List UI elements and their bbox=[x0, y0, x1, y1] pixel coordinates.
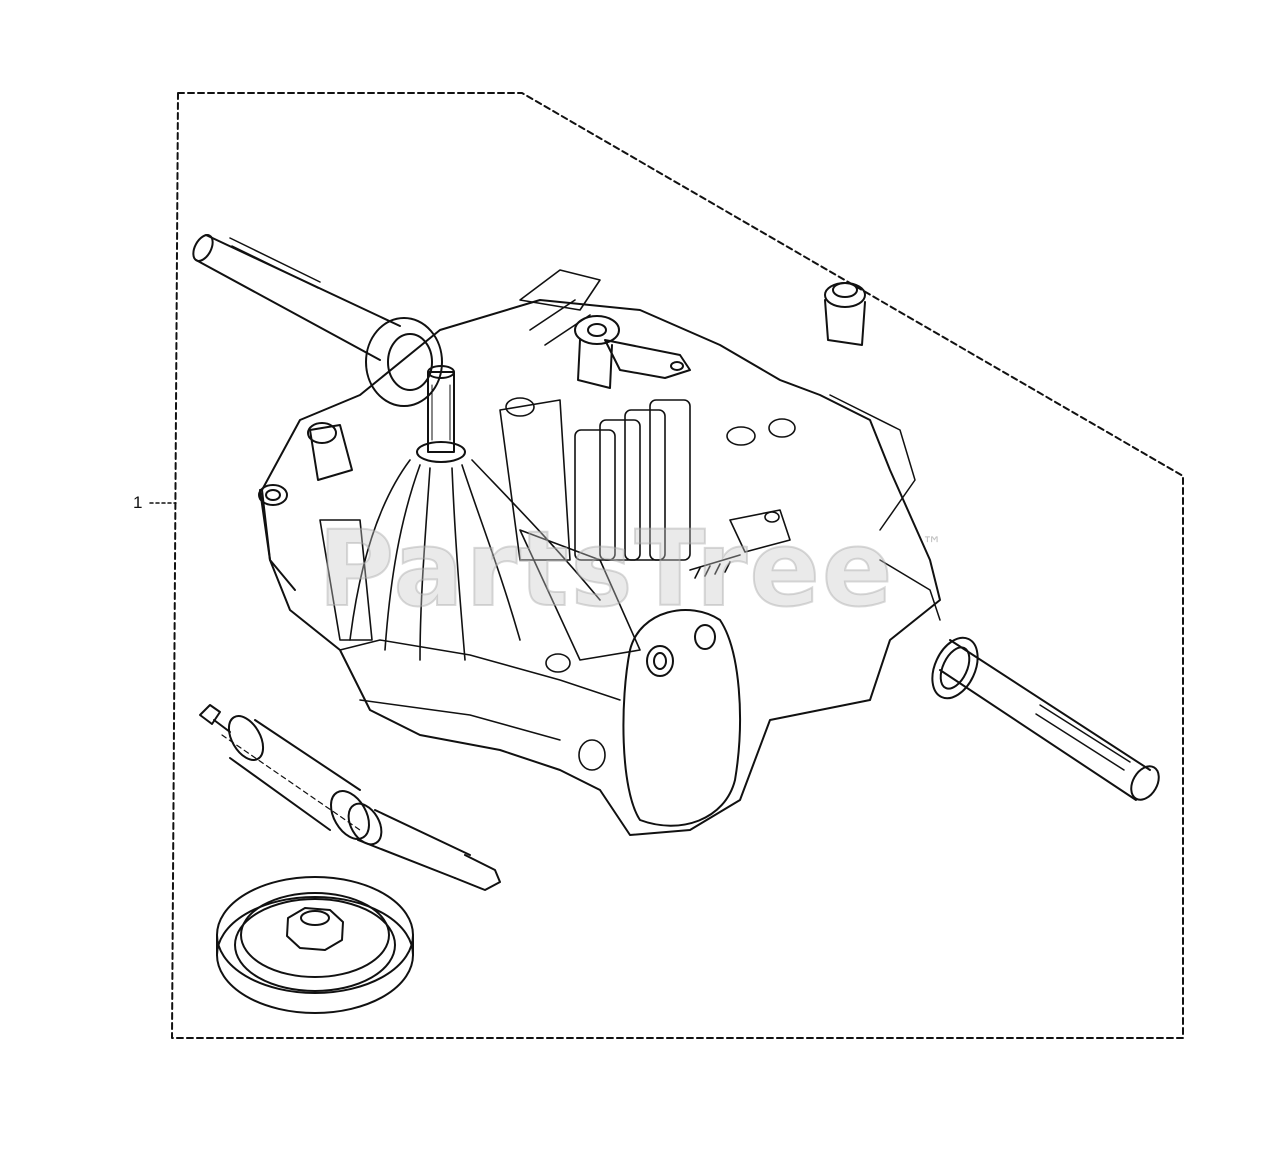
vent-plug bbox=[824, 282, 866, 346]
drive-shaft bbox=[199, 704, 501, 891]
left-hub-housing bbox=[365, 317, 443, 407]
input-shaft bbox=[416, 365, 466, 463]
housing-ribs bbox=[319, 459, 641, 661]
left-axle-shaft bbox=[192, 234, 401, 361]
spring-linkage bbox=[689, 509, 791, 579]
pulley bbox=[216, 876, 414, 1014]
kit-boundary bbox=[171, 92, 1184, 1039]
cooling-fins bbox=[499, 269, 691, 561]
right-axle-shaft bbox=[931, 636, 1160, 801]
left-bosses bbox=[258, 422, 353, 591]
callout-number: 1 bbox=[133, 493, 143, 512]
bolt-heads bbox=[505, 397, 796, 771]
trademark-symbol: ™ bbox=[922, 532, 942, 556]
transaxle-housing bbox=[261, 299, 941, 836]
control-arm bbox=[574, 315, 691, 389]
hex-nut bbox=[286, 907, 344, 951]
brake-cover bbox=[622, 609, 741, 827]
